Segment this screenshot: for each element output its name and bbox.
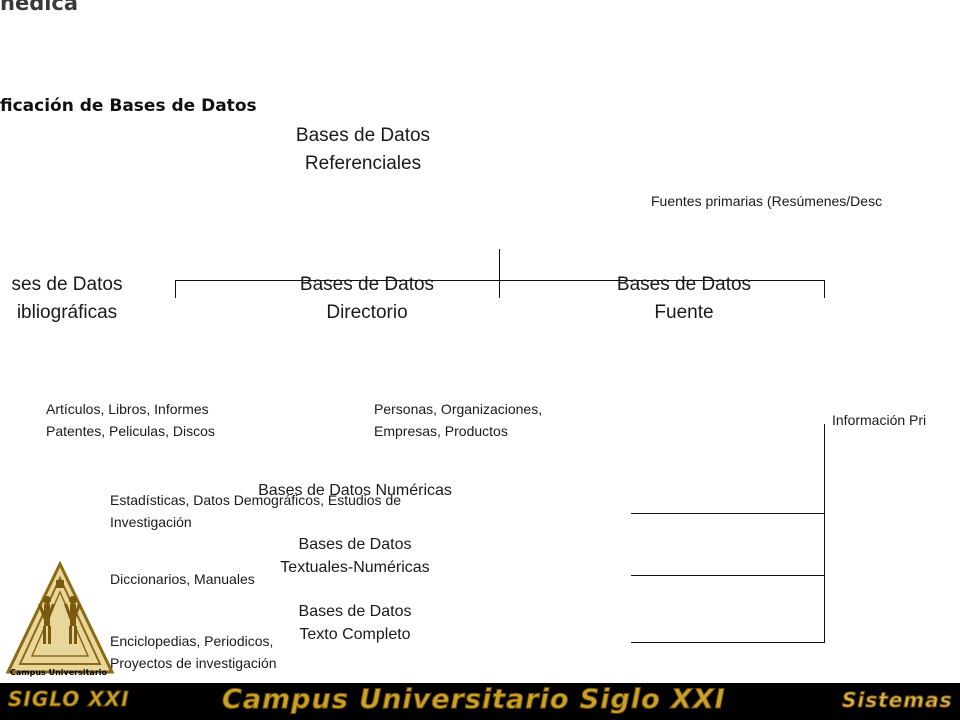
child-node-bibliograficas: ses de Datos ibliográficas	[0, 271, 167, 327]
branch-textuales-note: Diccionarios, Manuales	[110, 571, 255, 587]
campus-logo	[4, 560, 116, 684]
branch-texto-completo-note: Enciclopedias, Periodicos, Proyectos de …	[110, 630, 277, 674]
branch-texto-completo-note-line2: Proyectos de investigación	[110, 655, 277, 671]
branch-textuales-title-line2: Textuales-Numéricas	[280, 559, 430, 576]
root-node: Bases de Datos Referenciales	[263, 122, 463, 178]
child-node-directorio: Bases de Datos Directorio	[267, 271, 467, 327]
fuente-vertical-connector	[824, 424, 825, 642]
branch-texto-completo-title: Bases de Datos Texto Completo	[205, 600, 505, 646]
branch-texto-completo-title-line1: Bases de Datos	[298, 603, 412, 620]
footer-banner-main-text: Campus Universitario Siglo XXI	[222, 684, 726, 716]
slide-title: nedica	[0, 0, 79, 15]
campus-logo-pyramid-icon	[5, 560, 115, 674]
root-note: Fuentes primarias (Resúmenes/Desc	[651, 193, 883, 209]
connector-horizontal	[175, 280, 825, 281]
note-directorio: Personas, Organizaciones, Empresas, Prod…	[374, 398, 542, 442]
note-directorio-line1: Personas, Organizaciones,	[374, 401, 543, 417]
child-node-directorio-line1: Bases de Datos	[299, 274, 435, 295]
child-node-fuente: Bases de Datos Fuente	[584, 271, 784, 327]
note-bibliograficas-line2: Patentes, Peliculas, Discos	[46, 423, 215, 439]
fuente-branch-line-1	[631, 513, 825, 514]
connector-vertical-root	[499, 249, 500, 298]
branch-textuales-title: Bases de Datos Textuales-Numéricas	[205, 533, 505, 579]
footer-banner: Campus Universitario Siglo XXI Sistemas …	[0, 683, 960, 720]
child-node-fuente-line2: Fuente	[654, 302, 714, 323]
branch-numericas-note-line1: Estadísticas, Datos Demográficos, Estudi…	[110, 492, 402, 508]
branch-textuales-title-line1: Bases de Datos	[298, 536, 412, 553]
connector-right-drop	[824, 280, 825, 298]
branch-texto-completo-note-line1: Enciclopedias, Periodicos,	[110, 633, 274, 649]
note-directorio-line2: Empresas, Productos	[374, 423, 508, 439]
child-node-bibliograficas-line1: ses de Datos	[11, 274, 123, 295]
branch-numericas-note-line2: Investigación	[110, 514, 192, 530]
logo-caption: Campus Universitario	[10, 668, 108, 677]
section-title: ficación de Bases de Datos	[0, 96, 257, 116]
fuente-branch-line-3	[631, 642, 825, 643]
note-bibliograficas: Artículos, Libros, Informes Patentes, Pe…	[46, 398, 215, 442]
branch-numericas-title: Bases de Datos Numéricas	[258, 482, 452, 499]
branch-numericas-note: Estadísticas, Datos Demográficos, Estudi…	[110, 489, 401, 533]
note-bibliograficas-line1: Artículos, Libros, Informes	[46, 401, 209, 417]
footer-banner-right-text: Sistemas	[842, 688, 953, 713]
root-node-line1: Bases de Datos	[295, 125, 431, 146]
footer-logo-bottom-text: SIGLO XXI	[8, 687, 130, 712]
fuente-branch-line-2	[631, 575, 825, 576]
root-node-line2: Referenciales	[304, 153, 422, 174]
note-fuente: Información Pri	[832, 412, 927, 428]
child-node-directorio-line2: Directorio	[326, 302, 408, 323]
child-node-fuente-line1: Bases de Datos	[616, 274, 752, 295]
branch-texto-completo-title-line2: Texto Completo	[299, 626, 411, 643]
child-node-bibliograficas-line2: ibliográficas	[16, 302, 118, 323]
connector-left-drop	[175, 280, 176, 298]
